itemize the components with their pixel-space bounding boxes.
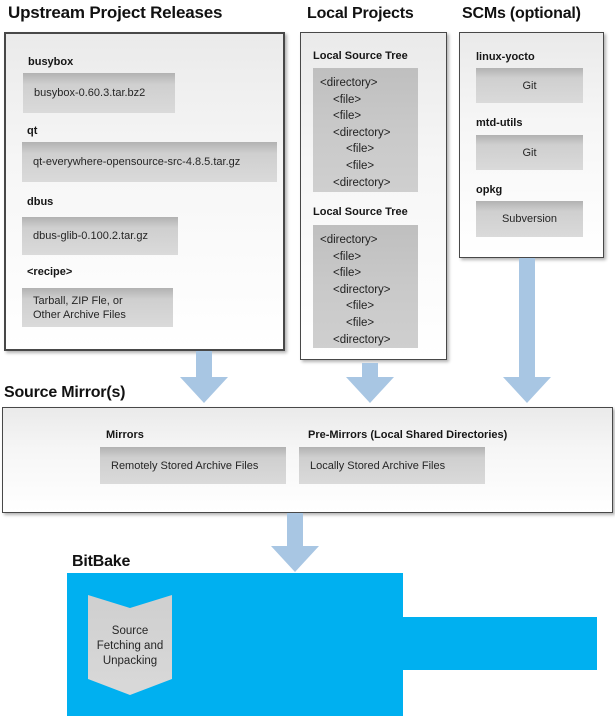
tree-entry: <file> xyxy=(346,143,375,156)
upstream-item-archive: qt-everywhere-opensource-src-4.8.5.tar.g… xyxy=(22,142,277,182)
tree-entry: <directory> xyxy=(333,283,391,296)
upstream-item-label: busybox xyxy=(28,56,74,68)
premirrors-box: Locally Stored Archive Files xyxy=(299,447,485,484)
scm-item-label: linux-yocto xyxy=(476,51,535,63)
source-mirrors-section-title: Source Mirror(s) xyxy=(4,384,126,401)
upstream-item-archive: dbus-glib-0.100.2.tar.gz xyxy=(22,217,178,255)
archive-filename: busybox-0.60.3.tar.bz2 xyxy=(34,87,146,99)
local-source-tree-label: Local Source Tree xyxy=(313,50,408,62)
bitbake-output-bar xyxy=(403,617,597,670)
local-source-tree-label: Local Source Tree xyxy=(313,206,408,218)
local-source-tree: <directory> <file> <file> <directory> <f… xyxy=(313,68,418,192)
scm-tool-name: Subversion xyxy=(501,213,558,225)
upstream-item-label: qt xyxy=(27,125,38,137)
scm-item-label: opkg xyxy=(476,184,503,196)
tree-entry: <file> xyxy=(346,300,375,313)
scm-tool-box: Subversion xyxy=(476,201,583,237)
arrow-head xyxy=(346,377,394,403)
arrow-upstream-to-mirrors xyxy=(180,351,228,403)
tree-entry: <file> xyxy=(333,110,362,123)
upstream-section-title: Upstream Project Releases xyxy=(8,3,223,22)
bitbake-section-title: BitBake xyxy=(72,553,131,570)
scm-tool-box: Git xyxy=(476,135,583,170)
archive-filename: qt-everywhere-opensource-src-4.8.5.tar.g… xyxy=(33,156,241,168)
arrow-head xyxy=(180,377,228,403)
archive-filename-line: Tarball, ZIP Fle, or xyxy=(33,294,123,307)
scm-tool-name: Git xyxy=(522,146,537,159)
arrow-shaft xyxy=(196,351,212,377)
mirrors-label: Mirrors xyxy=(106,429,144,441)
upstream-item-archive: Tarball, ZIP Fle, or Other Archive Files xyxy=(22,288,173,327)
upstream-item-label: <recipe> xyxy=(27,266,73,278)
tree-entry: <directory> xyxy=(333,333,391,346)
tree-entry: <directory> xyxy=(320,77,378,89)
local-projects-section-title: Local Projects xyxy=(307,5,414,22)
upstream-item-label: dbus xyxy=(27,196,54,208)
premirrors-box-text: Locally Stored Archive Files xyxy=(310,459,446,472)
tree-entry: <directory> xyxy=(333,176,391,189)
mirrors-box-text: Remotely Stored Archive Files xyxy=(111,459,259,472)
tree-entry: <file> xyxy=(333,250,362,263)
arrow-mirrors-to-bitbake xyxy=(271,513,319,572)
tree-entry: <directory> xyxy=(333,126,391,139)
tree-entry: <file> xyxy=(333,93,362,106)
scm-tool-box: Git xyxy=(476,68,583,103)
arrow-head xyxy=(271,546,319,572)
arrow-shaft xyxy=(287,513,303,546)
mirrors-box: Remotely Stored Archive Files xyxy=(100,447,286,484)
scm-item-label: mtd-utils xyxy=(476,117,523,129)
archive-filename: dbus-glib-0.100.2.tar.gz xyxy=(33,230,148,242)
arrow-head xyxy=(503,377,551,403)
upstream-item-archive: busybox-0.60.3.tar.bz2 xyxy=(23,73,175,113)
arrow-local-to-mirrors xyxy=(346,363,394,403)
arrow-scms-to-mirrors xyxy=(503,258,551,403)
tree-entry: <file> xyxy=(333,267,362,280)
tree-entry: <directory> xyxy=(320,234,378,246)
scm-tool-name: Git xyxy=(522,79,537,92)
local-source-tree: <directory> <file> <file> <directory> <f… xyxy=(313,225,418,348)
source-fetch-step-shape: Source Fetching and Unpacking xyxy=(88,595,172,695)
arrow-shaft xyxy=(362,363,378,377)
archive-filename-line: Other Archive Files xyxy=(33,308,126,321)
tree-entry: <file> xyxy=(346,316,375,329)
arrow-shaft xyxy=(519,258,535,377)
tree-entry: <file> xyxy=(346,159,375,172)
scms-section-title: SCMs (optional) xyxy=(462,5,581,22)
source-fetch-step-text: Source Fetching and Unpacking xyxy=(96,624,164,667)
premirrors-label: Pre-Mirrors (Local Shared Directories) xyxy=(308,429,508,441)
